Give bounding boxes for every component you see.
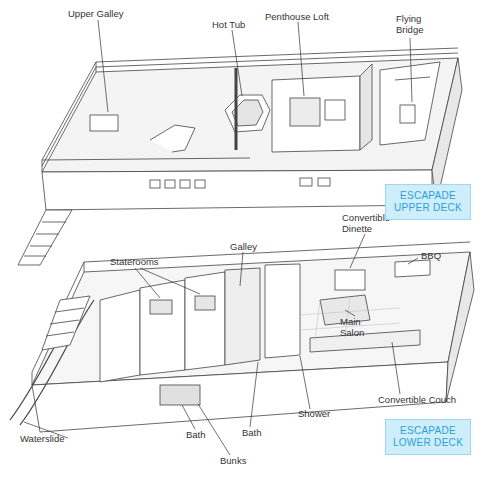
stairs [18, 210, 72, 265]
part-label: Bath [242, 427, 282, 438]
part-label: Upper Galley [68, 8, 148, 19]
deck-title: ESCAPADE LOWER DECK [390, 425, 466, 449]
part-label: Waterslide [20, 433, 90, 444]
part-label: Galley [230, 241, 280, 252]
part-label: Penthouse Loft [265, 11, 355, 22]
stairs [42, 296, 90, 350]
part-label: Bunks [220, 455, 270, 466]
part-label: Flying Bridge [396, 13, 436, 35]
part-label: Staterooms [110, 256, 180, 267]
part-label: Convertible Couch [378, 394, 478, 405]
part-label: Shower [298, 408, 348, 419]
windows [150, 178, 330, 188]
leader-lines [24, 20, 418, 455]
deck-title-box: ESCAPADE LOWER DECK [385, 419, 471, 455]
waterslide [10, 300, 94, 425]
deck-title-box: ESCAPADE UPPER DECK [385, 184, 471, 220]
part-label: Main Salon [340, 316, 380, 338]
deck-title: ESCAPADE UPPER DECK [390, 190, 466, 214]
part-label: BBQ [421, 250, 461, 261]
part-label: Hot Tub [212, 19, 262, 30]
floor-tiles [300, 298, 400, 340]
part-label: Bath [186, 429, 226, 440]
